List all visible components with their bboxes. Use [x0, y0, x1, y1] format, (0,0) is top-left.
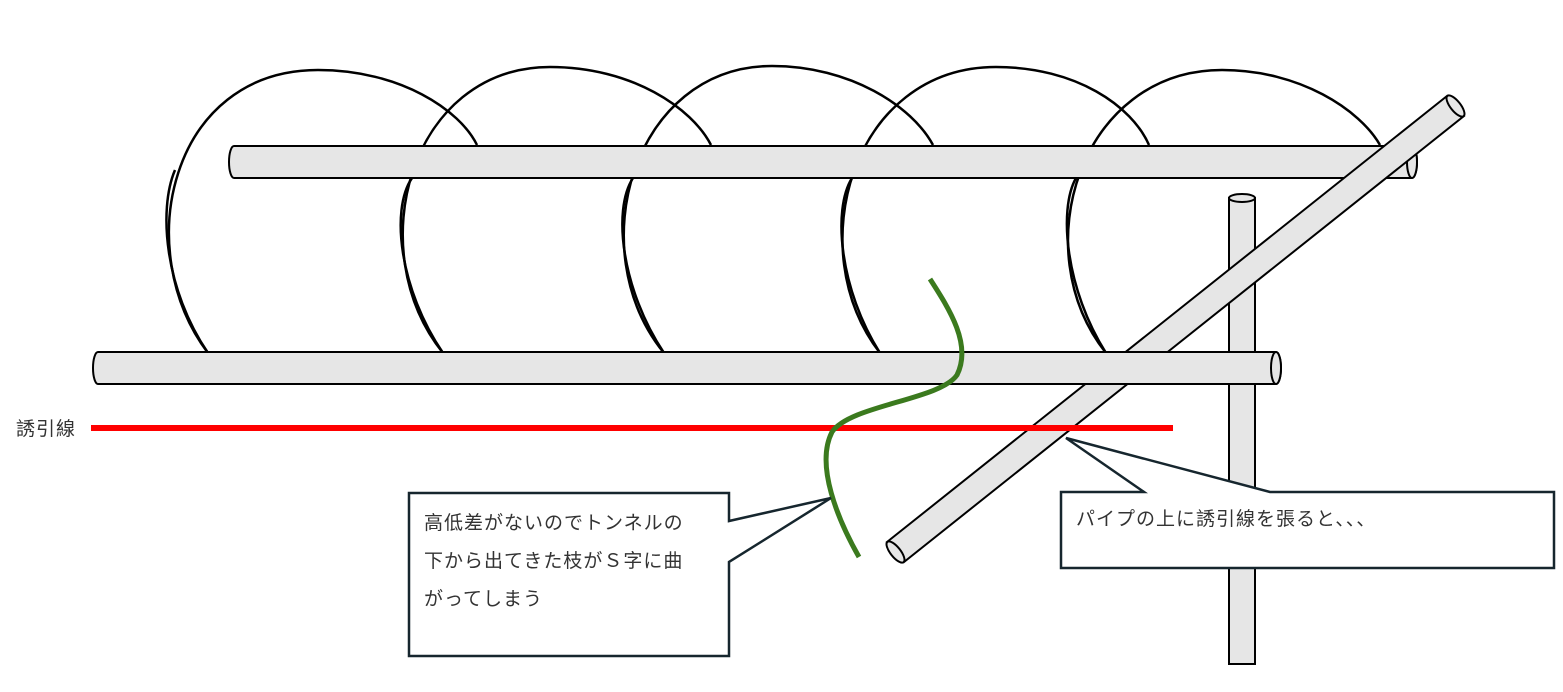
- branch-curve: [823, 277, 965, 559]
- upper-pipe: [228, 145, 1418, 179]
- hoop-5: [1066, 68, 1382, 354]
- callout-right-box: [1059, 436, 1556, 570]
- callout-left-line-2: 下から出てきた枝がＳ字に曲: [424, 550, 684, 572]
- callout-left-box: [407, 491, 832, 658]
- callout-left-line-1: 高低差がないのでトンネルの: [424, 512, 684, 534]
- lower-pipe: [92, 351, 1282, 385]
- hoop-4: [841, 65, 1151, 354]
- guide-wire-label: 誘引線: [16, 418, 77, 440]
- callout-left-line-3: がってしまう: [424, 588, 544, 610]
- hoop-2: [401, 65, 713, 354]
- hoop-1: [167, 68, 479, 354]
- hoop-3: [622, 64, 935, 354]
- callout-left-text: 高低差がないのでトンネルの 下から出てきた枝がＳ字に曲 がってしまう: [424, 504, 684, 618]
- diagonal-pipe: [885, 94, 1466, 564]
- hoop-fronts: [165, 169, 1108, 354]
- callout-right-text: パイプの上に誘引線を張ると、、、: [1076, 508, 1377, 530]
